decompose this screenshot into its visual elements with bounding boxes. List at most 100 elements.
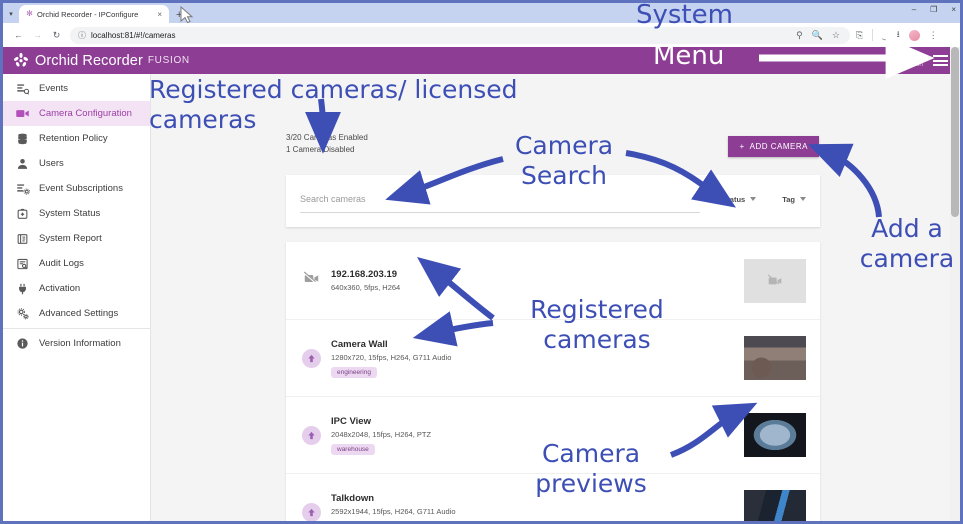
camera-info: Talkdown 2592x1944, 15fps, H264, G711 Au… xyxy=(326,492,744,521)
tag-chip[interactable]: warehouse xyxy=(331,443,375,455)
close-tab-icon[interactable]: × xyxy=(157,9,162,19)
app-brand-edition: FUSION xyxy=(147,55,190,66)
orchid-logo-icon xyxy=(14,52,28,67)
forward-button[interactable]: → xyxy=(33,30,42,40)
camera-status-enabled[interactable] xyxy=(296,348,326,368)
tag-filter-dropdown[interactable]: Tag xyxy=(782,195,806,204)
url-text: localhost:81/#!/cameras xyxy=(91,30,176,40)
camera-preview-thumbnail[interactable] xyxy=(744,490,806,521)
camera-status-enabled[interactable] xyxy=(296,425,326,445)
sidebar-item-activation[interactable]: Activation xyxy=(3,276,150,301)
table-row[interactable]: 192.168.203.19 640x360, 5fps, H264 xyxy=(286,242,820,319)
sidebar-item-camera-configuration[interactable]: Camera Configuration xyxy=(3,101,150,126)
info-icon xyxy=(15,336,30,351)
arrow-up-icon xyxy=(301,425,321,445)
browser-tab-strip: ▾ ✻ Orchid Recorder - IPConfigure × + – … xyxy=(3,3,960,23)
camera-spec: 2048x2048, 15fps, H264, PTZ xyxy=(331,429,432,439)
add-camera-button[interactable]: + ADD CAMERA xyxy=(728,136,819,157)
close-window-button[interactable]: × xyxy=(951,5,956,14)
sidebar-item-version-information[interactable]: Version Information xyxy=(3,331,150,356)
scrollbar-thumb[interactable] xyxy=(951,47,959,217)
camera-name: IPC View xyxy=(331,415,371,427)
tag-filter-label: Tag xyxy=(782,194,795,204)
profile-avatar[interactable] xyxy=(908,29,920,41)
sidebar-item-label: System Status xyxy=(39,208,101,219)
sidebar-item-advanced-settings[interactable]: Advanced Settings xyxy=(3,301,150,326)
sidebar-item-label: Version Information xyxy=(39,338,121,349)
sidebar-item-users[interactable]: Users xyxy=(3,151,150,176)
system-status-icon xyxy=(15,206,30,221)
arrow-up-icon xyxy=(301,348,321,368)
camera-name: Talkdown xyxy=(331,492,375,504)
address-bar[interactable]: ⓘ localhost:81/#!/cameras ⚲ 🔍 ☆ xyxy=(70,26,850,44)
omnibox-actions: ⚲ 🔍 ☆ xyxy=(796,30,842,41)
chevron-down-icon xyxy=(750,197,757,201)
camera-preview-thumbnail[interactable] xyxy=(744,258,806,303)
signed-in-label: Signed in as admin xyxy=(887,53,923,69)
minimize-button[interactable]: – xyxy=(911,5,917,14)
camera-spec: 640x360, 5fps, H264 xyxy=(331,283,401,292)
sidebar-item-events[interactable]: Events xyxy=(3,76,150,101)
report-icon xyxy=(15,231,30,246)
key-icon[interactable]: ⚲ xyxy=(796,29,803,40)
tag-chip[interactable]: camera_wall xyxy=(331,520,380,521)
download-icon[interactable]: ⭳ xyxy=(896,29,900,39)
browser-extension-icons: ⎘ ⏟ ⭳ ⋮ xyxy=(856,27,938,43)
status-filter-dropdown[interactable]: Status xyxy=(722,194,757,204)
hamburger-menu-icon[interactable] xyxy=(933,55,948,66)
search-input[interactable]: Search cameras xyxy=(300,194,366,204)
tag-chip[interactable]: engineering xyxy=(384,520,431,521)
sidebar-item-system-report[interactable]: System Report xyxy=(3,226,150,251)
sidebar-item-audit-logs[interactable]: Audit Logs xyxy=(3,251,150,276)
camera-info: Camera Wall 1280x720, 15fps, H264, G711 … xyxy=(326,339,744,378)
sidebar-item-label: System Report xyxy=(39,233,102,244)
table-row[interactable]: Camera Wall 1280x720, 15fps, H264, G711 … xyxy=(286,319,820,396)
filter-group: Status Tag xyxy=(722,195,806,208)
camera-status-disabled[interactable] xyxy=(296,270,326,292)
camera-tags: engineering xyxy=(331,366,744,378)
toolbar-divider xyxy=(872,29,874,41)
camera-preview-thumbnail[interactable] xyxy=(744,336,806,380)
browser-tab[interactable]: ✻ Orchid Recorder - IPConfigure × xyxy=(19,5,169,23)
camera-tags: camera_wall engineering xyxy=(331,520,744,521)
tab-search-caret-icon[interactable]: ▾ xyxy=(9,11,13,18)
split-view-icon[interactable]: ⏟ xyxy=(882,29,888,40)
chrome-menu-icon[interactable]: ⋮ xyxy=(928,29,938,40)
back-button[interactable]: ← xyxy=(14,30,23,40)
status-filter-label: Status xyxy=(722,194,746,204)
person-icon xyxy=(15,156,30,171)
add-camera-label: ADD CAMERA xyxy=(749,142,808,151)
vertical-scrollbar[interactable] xyxy=(950,47,960,521)
sidebar-item-event-subscriptions[interactable]: Event Subscriptions xyxy=(3,176,150,201)
cameras-disabled-count: 1 Camera Disabled xyxy=(286,145,355,154)
camera-status-enabled[interactable] xyxy=(296,502,326,521)
camera-tags: warehouse xyxy=(331,443,744,455)
plus-icon: + xyxy=(739,142,745,151)
new-tab-button[interactable]: + xyxy=(176,9,183,21)
table-row[interactable]: Talkdown 2592x1944, 15fps, H264, G711 Au… xyxy=(286,473,820,521)
app-brand-title: Orchid Recorder xyxy=(35,52,143,69)
signed-in-text: Signed in as xyxy=(887,52,923,60)
sidebar-item-label: Users xyxy=(39,158,64,169)
events-icon xyxy=(15,81,30,96)
app-header-bar: Orchid Recorder FUSION Signed in as admi… xyxy=(3,47,960,74)
camera-preview-thumbnail[interactable] xyxy=(744,413,806,457)
share-icon[interactable]: ⎘ xyxy=(856,29,864,40)
search-input-wrap[interactable]: Search cameras xyxy=(300,189,701,213)
camera-search-card: Search cameras Status Tag xyxy=(286,175,820,227)
zoom-icon[interactable]: 🔍 xyxy=(811,29,823,40)
sidebar-item-label: Advanced Settings xyxy=(39,308,119,319)
bookmark-star-icon[interactable]: ☆ xyxy=(831,29,840,40)
table-row[interactable]: IPC View 2048x2048, 15fps, H264, PTZ war… xyxy=(286,396,820,473)
maximize-button[interactable]: ❐ xyxy=(930,5,938,14)
sidebar-item-retention-policy[interactable]: Retention Policy xyxy=(3,126,150,151)
reload-button[interactable]: ↻ xyxy=(52,29,61,40)
tag-chip[interactable]: engineering xyxy=(331,366,377,378)
sidebar-item-label: Events xyxy=(39,83,69,94)
camera-name: Camera Wall xyxy=(331,338,388,350)
site-info-icon[interactable]: ⓘ xyxy=(78,30,86,40)
camera-info: IPC View 2048x2048, 15fps, H264, PTZ war… xyxy=(326,416,744,455)
camera-counts: 3/20 Cameras Enabled 1 Camera Disabled xyxy=(286,132,368,156)
sidebar-item-system-status[interactable]: System Status xyxy=(3,201,150,226)
window-controls: – ❐ × xyxy=(912,5,956,14)
